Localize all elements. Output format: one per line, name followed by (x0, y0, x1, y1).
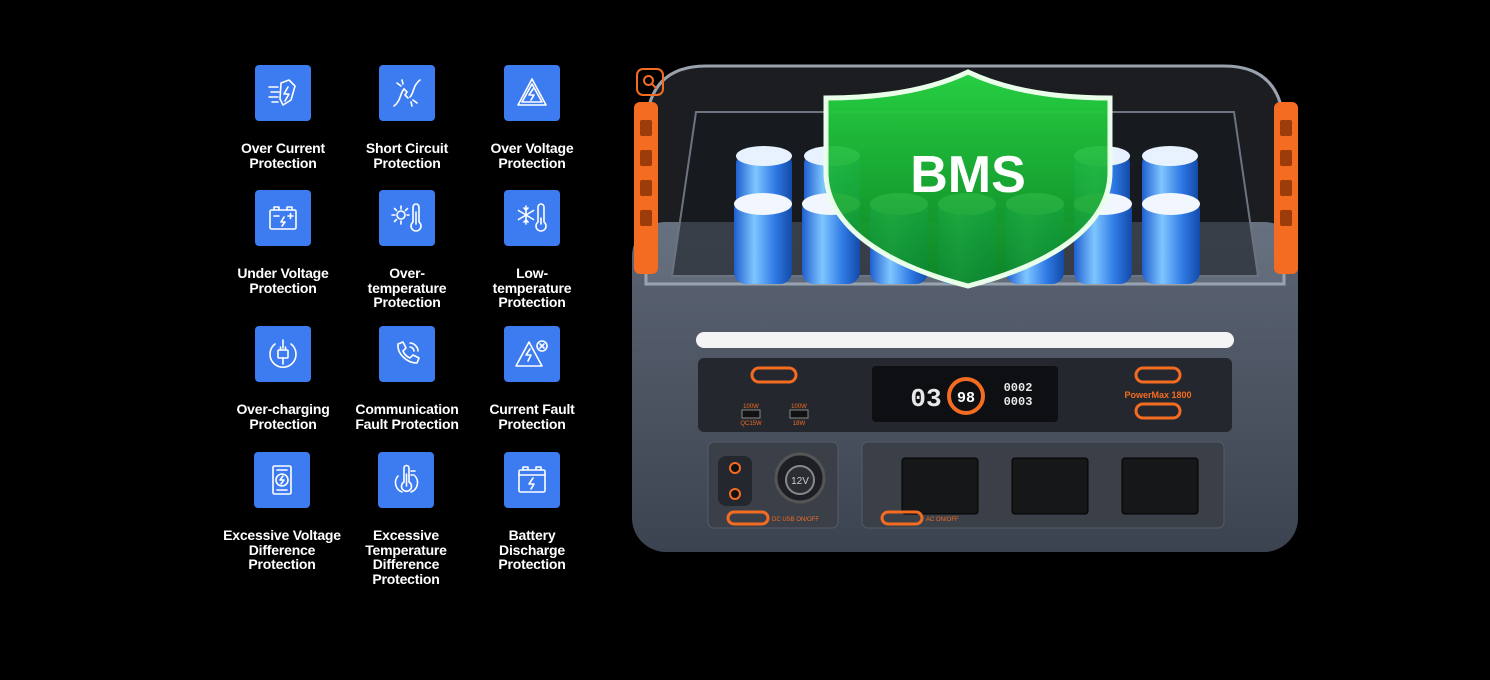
feature-voltage-difference: Excessive Voltage Difference Protection (207, 452, 357, 572)
feature-label: Communication Fault Protection (355, 401, 459, 432)
dc-button-label: DC USB ON/OFF (772, 517, 819, 523)
feature-label: Under Voltage Protection (237, 265, 329, 296)
zoom-button[interactable] (636, 68, 664, 96)
voltage-difference-icon (254, 452, 310, 508)
usb-a-right-rating: 18W (793, 421, 806, 427)
feature-label: Short Circuit Protection (365, 140, 449, 171)
magnifier-icon (643, 75, 657, 89)
feature-label: Over- temperature Protection (367, 265, 447, 310)
under-voltage-icon (255, 190, 311, 246)
dc-socket-label: 12V (791, 476, 809, 487)
feature-over-charging: Over-charging Protection (208, 326, 358, 431)
display-left-value: 03 (910, 384, 941, 414)
feature-label: Low- temperature Protection (492, 265, 572, 310)
lcd-display (872, 366, 1058, 422)
power-button[interactable] (1134, 366, 1182, 384)
feature-short-circuit: Short Circuit Protection (332, 65, 482, 170)
feature-battery-discharge: Battery Discharge Protection (457, 452, 607, 572)
feature-temperature-difference: Excessive Temperature Difference Protect… (331, 452, 481, 586)
ac-outlet (1011, 457, 1089, 515)
over-current-icon (255, 65, 311, 121)
usb-c-right-rating: 100W (791, 404, 807, 410)
feature-label: Excessive Temperature Difference Protect… (365, 527, 447, 587)
bms-shield (823, 69, 1113, 289)
feature-under-voltage: Under Voltage Protection (208, 190, 358, 295)
feature-label: Over Voltage Protection (490, 140, 574, 171)
feature-current-fault: Current Fault Protection (457, 326, 607, 431)
ac-button-label: AC ON/OFF (926, 517, 959, 523)
temperature-difference-icon (378, 452, 434, 508)
light-bar (696, 332, 1234, 348)
shield-text: BMS (910, 146, 1026, 204)
feature-label: Over-charging Protection (236, 401, 330, 432)
ac-power-button[interactable] (880, 510, 924, 526)
display-top-right: 0002 (1004, 381, 1033, 395)
over-voltage-icon (504, 65, 560, 121)
feature-over-temperature: Over- temperature Protection (332, 190, 482, 310)
over-temperature-icon (379, 190, 435, 246)
dc-power-button[interactable] (726, 510, 770, 526)
display-bottom-right: 0003 (1004, 395, 1033, 409)
usb-c-left-rating: 100W (743, 404, 759, 410)
feature-low-temperature: Low- temperature Protection (457, 190, 607, 310)
brand-label: PowerMax 1800 (1124, 390, 1191, 400)
feature-grid: Over Current Protection Short Circuit Pr… (0, 0, 620, 680)
feature-label: Over Current Protection (241, 140, 325, 171)
usb-a-left-rating: QC15W (740, 421, 762, 427)
ac-outlet (901, 457, 979, 515)
over-charging-icon (255, 326, 311, 382)
bluetooth-button[interactable] (1134, 402, 1182, 420)
usb-c-port-icon (750, 366, 798, 384)
feature-over-voltage: Over Voltage Protection (457, 65, 607, 170)
communication-fault-icon (379, 326, 435, 382)
low-temperature-icon (504, 190, 560, 246)
ac-outlet (1121, 457, 1199, 515)
battery-discharge-icon (504, 452, 560, 508)
current-fault-icon (504, 326, 560, 382)
power-station-image: BMS 100W 100W QC15W 18W 03 98 0002 0003 … (632, 64, 1298, 552)
short-circuit-icon (379, 65, 435, 121)
feature-label: Current Fault Protection (489, 401, 575, 432)
feature-communication-fault: Communication Fault Protection (332, 326, 482, 431)
feature-over-current: Over Current Protection (208, 65, 358, 170)
display-percent: 98 (957, 390, 975, 407)
feature-label: Battery Discharge Protection (498, 527, 566, 572)
feature-label: Excessive Voltage Difference Protection (223, 527, 341, 572)
